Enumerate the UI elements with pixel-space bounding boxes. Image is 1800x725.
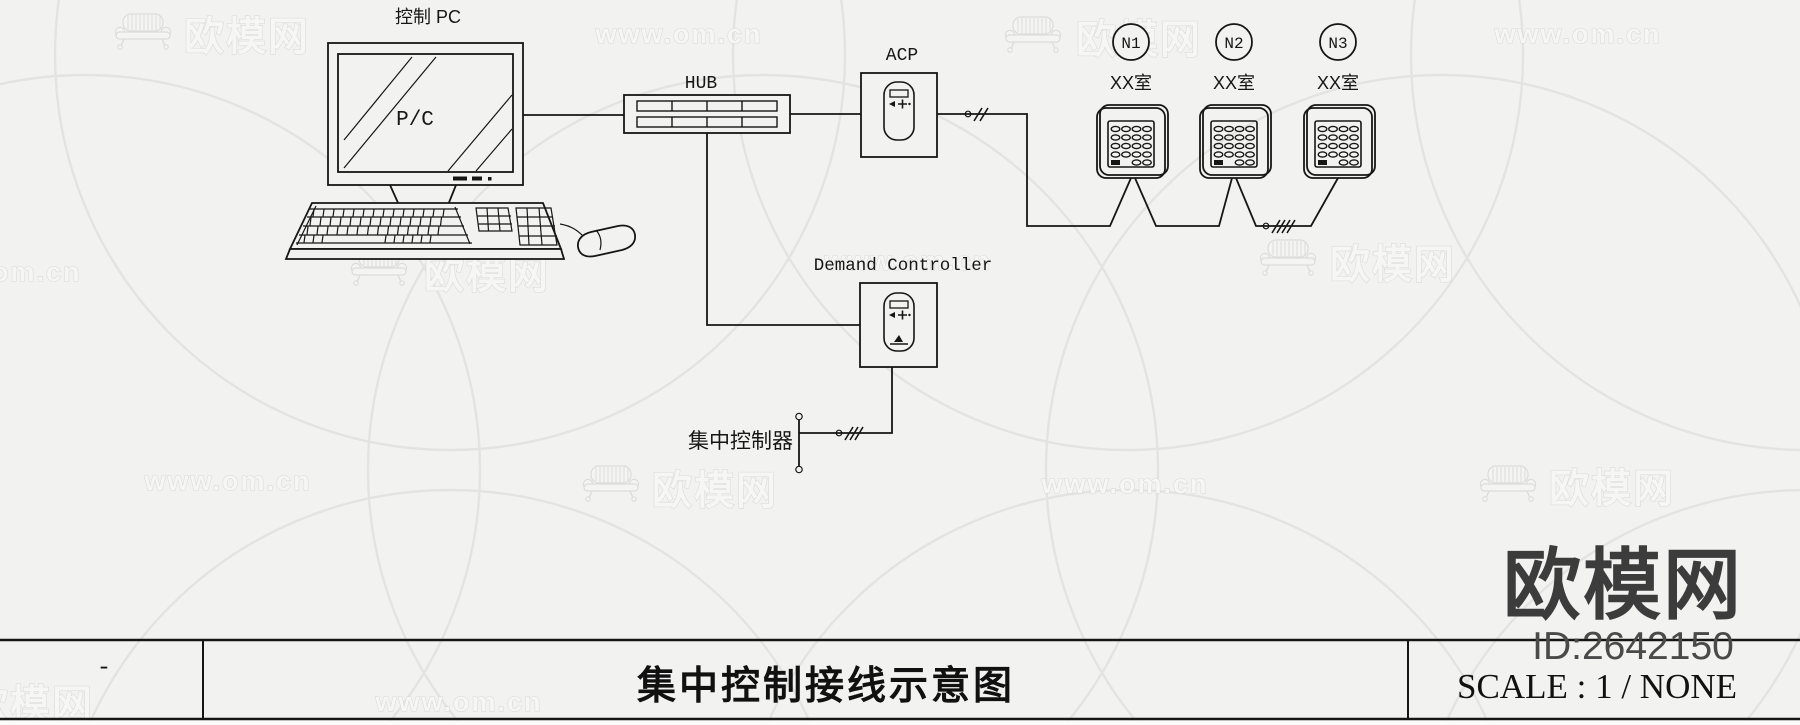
node-id-circle [1112, 23, 1150, 61]
wire-acp-to-nodes-bus [937, 113, 1339, 227]
node-id: N3 [1328, 35, 1347, 53]
om-watermark-logo: 欧模网 [1259, 239, 1456, 288]
node-room-label: XX室 [1110, 73, 1152, 93]
keyboard-icon [284, 202, 566, 260]
model-id: ID:2642150 [1532, 625, 1734, 668]
watermark-url: www.om.cn [374, 687, 542, 717]
control-pc: 控制 PC P/C [284, 7, 636, 260]
watermark-url: www.om.cn [1493, 19, 1661, 49]
node-id: N1 [1121, 35, 1140, 53]
wire-break-icon [1262, 219, 1296, 234]
sheet-bottom-strip [0, 720, 1800, 725]
demand-controller-label: Demand Controller [814, 256, 993, 276]
node-room-label: XX室 [1317, 73, 1359, 93]
title-block-dividers [202, 640, 1409, 719]
watermark-logo-text: 欧模网 [424, 253, 550, 297]
watermark-url-partial: om.cn [0, 257, 82, 287]
om-watermark-logo: 欧模网 [1479, 465, 1675, 512]
om-watermark-logo: 欧模网 [582, 465, 778, 514]
acp: ACP [860, 46, 938, 158]
wire-demand-to-central [799, 367, 893, 434]
monitor-stand [389, 184, 457, 206]
watermark-logo-text: 欧模网 [1330, 243, 1456, 287]
site-branding: 欧模网 ID:2642150 [1503, 541, 1743, 668]
hub-label: HUB [685, 74, 718, 94]
node-id-circle [1319, 23, 1357, 61]
title-block: - 集中控制接线示意图 SCALE : 1 / NONE [0, 638, 1800, 725]
node-n2: N2 XX室 [1199, 23, 1272, 179]
revision-mark: - [97, 655, 111, 682]
wire-hub-to-demand [706, 133, 860, 326]
watermark-url: www.om.cn [1040, 469, 1208, 499]
brand-name: 欧模网 [1503, 541, 1743, 629]
wire-break-icon [964, 107, 989, 122]
node-id: N2 [1224, 35, 1243, 53]
watermark-logo-text: 欧模网 [1549, 467, 1675, 511]
demand-controller-box [859, 282, 938, 368]
mouse-icon [559, 223, 636, 258]
wires [523, 113, 1339, 434]
mouse-cable [559, 223, 584, 237]
hub-ports [636, 100, 778, 128]
scale-label: SCALE : 1 / NONE [1457, 667, 1737, 706]
watermark-url: www.om.cn [823, 246, 991, 276]
drawing-title: 集中控制接线示意图 [636, 665, 1015, 708]
central-controller-terminal: 集中控制器 [688, 412, 803, 474]
monitor-screen-text: P/C [396, 109, 434, 132]
om-watermark-logo: 欧模网 [1004, 16, 1201, 63]
control-pc-label: 控制 PC [395, 7, 461, 27]
node-room-label: XX室 [1213, 73, 1255, 93]
monitor-icon: P/C [327, 42, 524, 206]
acp-box [860, 72, 938, 158]
om-watermark-logo: 欧模网 [350, 249, 550, 298]
node-n1: N1 XX室 [1096, 23, 1169, 179]
watermark-logo-text: 欧模网 [184, 15, 310, 59]
watermark-url: www.om.cn [143, 466, 311, 496]
acp-label: ACP [886, 46, 918, 66]
node-n3: N3 XX室 [1303, 23, 1376, 179]
watermark-logo-text: 欧模网 [652, 469, 778, 513]
watermark-url: www.om.cn [594, 19, 762, 49]
om-watermark-logo: 欧模网 [114, 13, 310, 60]
central-controller-label: 集中控制器 [688, 430, 793, 453]
demand-controller: Demand Controller [814, 256, 993, 368]
node-id-circle [1215, 23, 1253, 61]
wire-break-icon [835, 426, 864, 441]
hub: HUB [623, 74, 791, 134]
